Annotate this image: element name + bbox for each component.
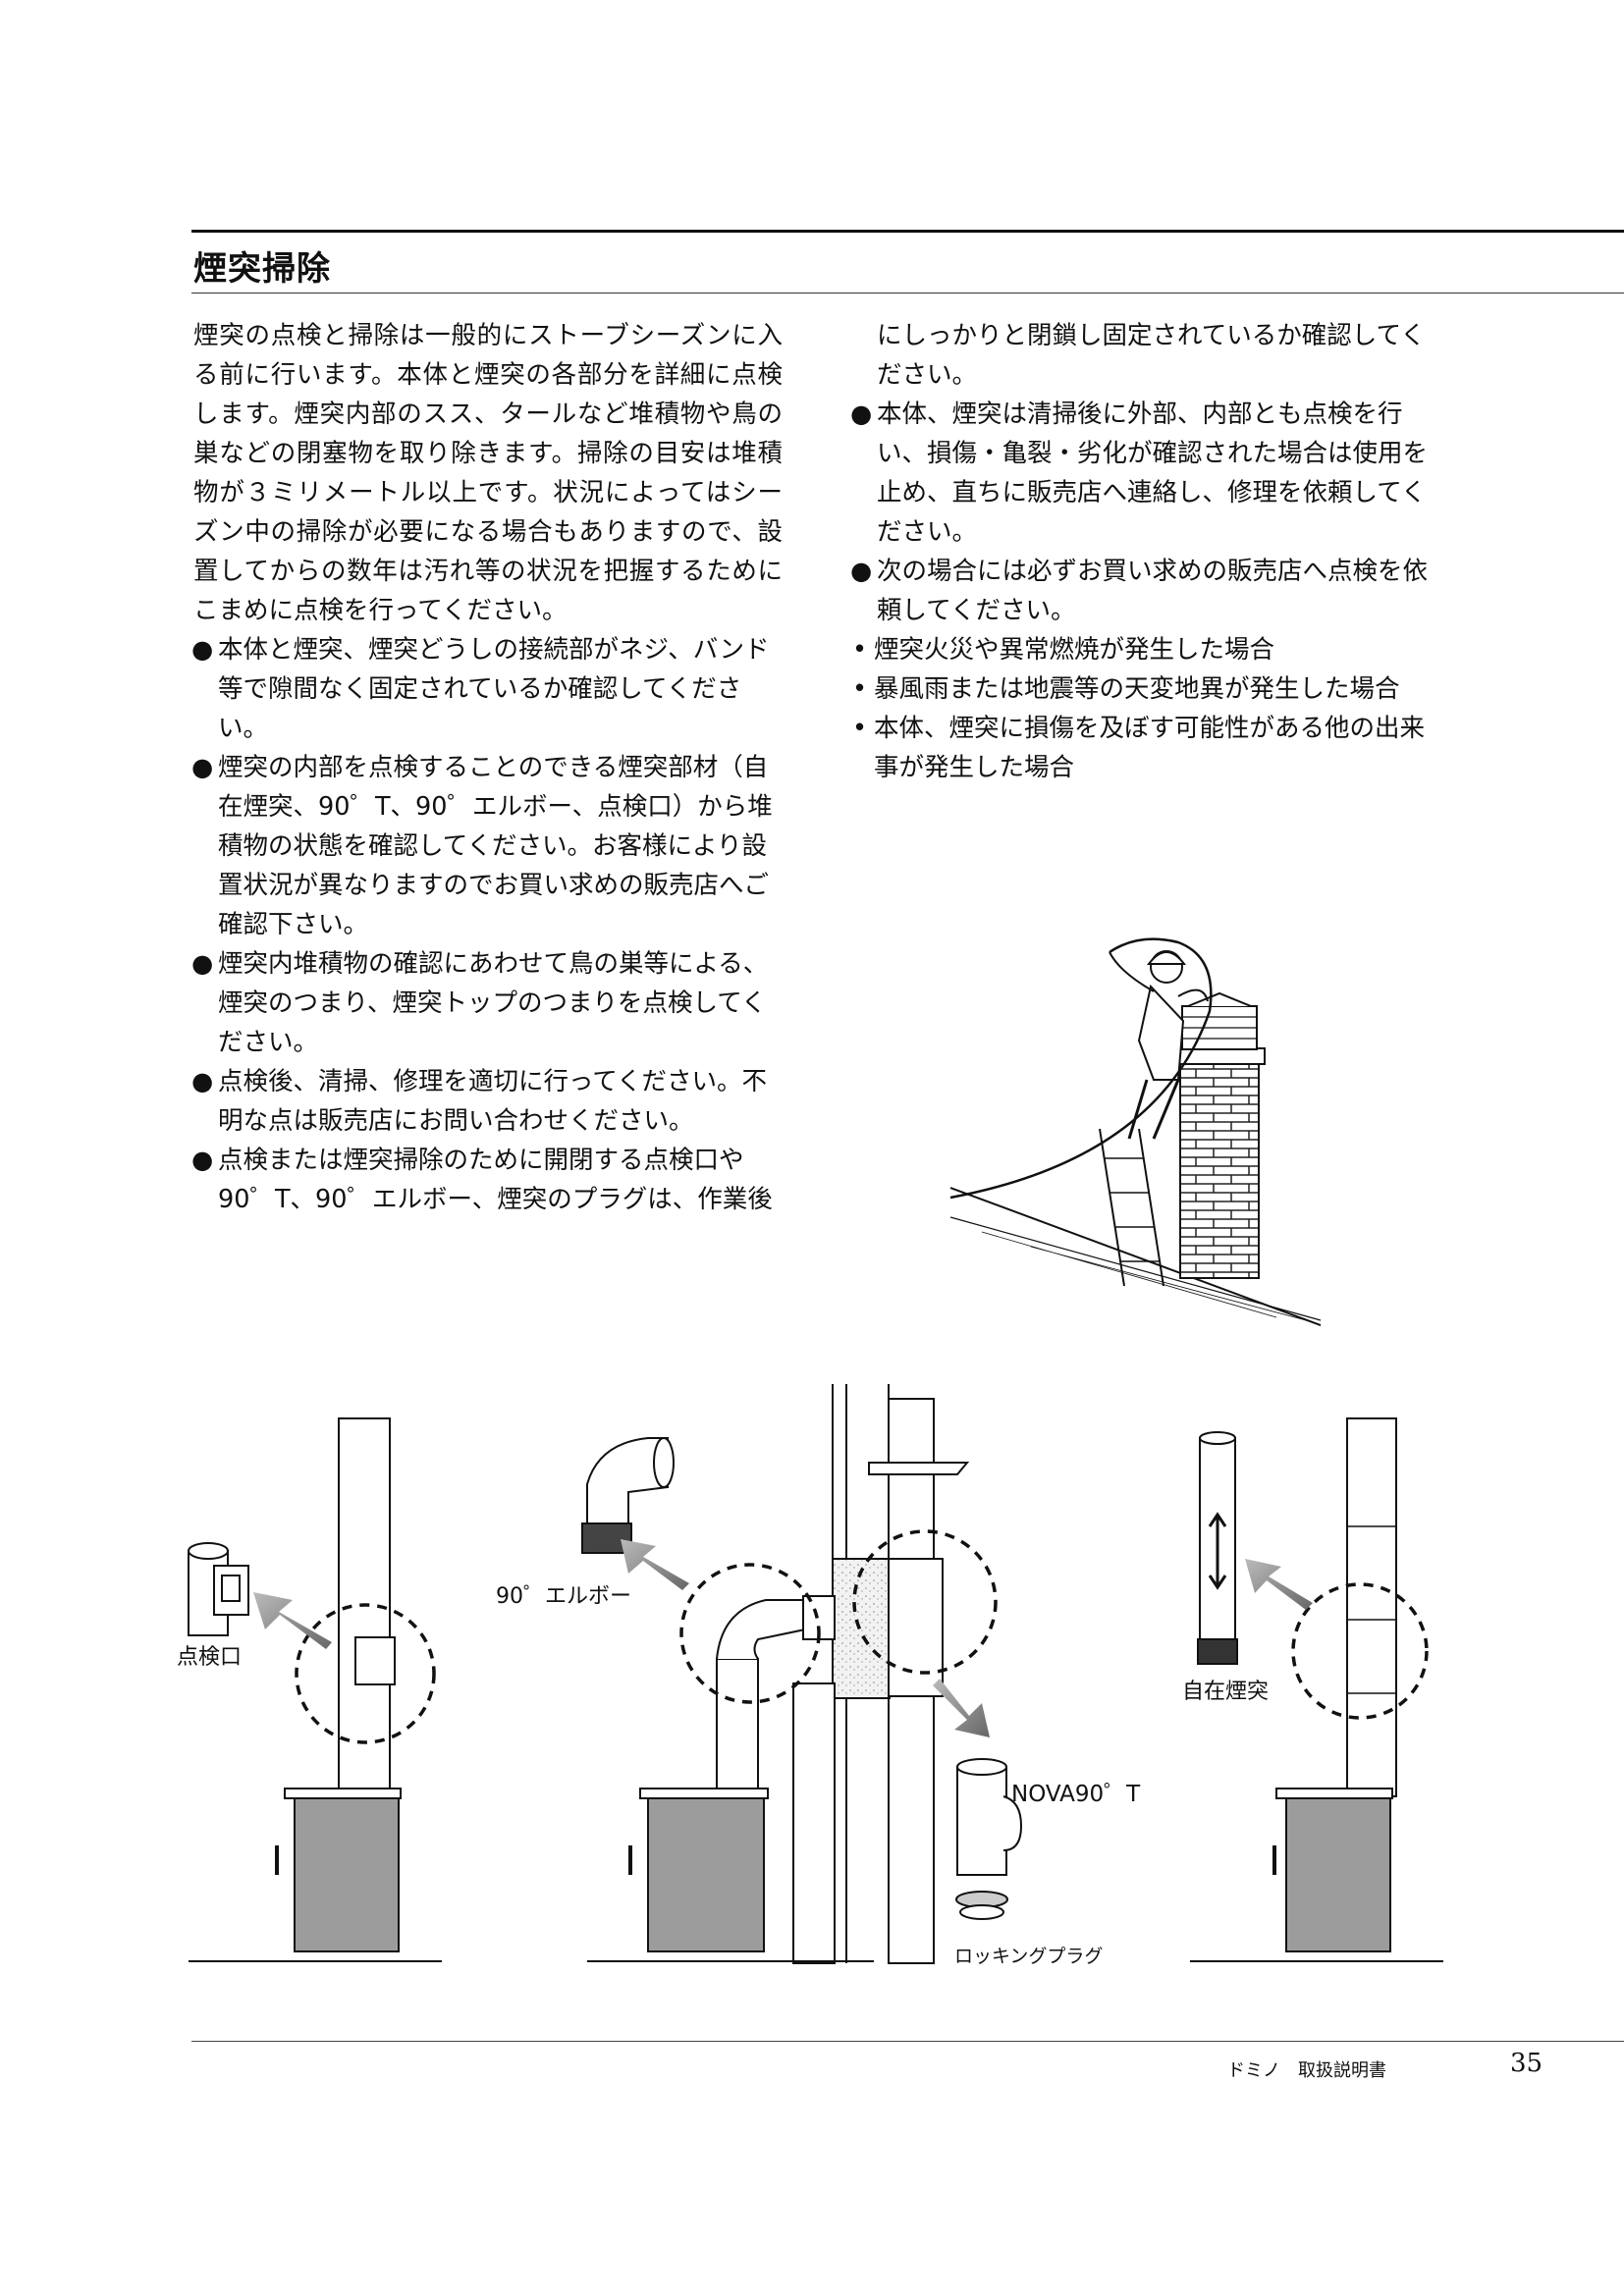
check-item: •煙突火災や異常燃焼が発生した場合 [852, 630, 1441, 669]
arrow-icon [621, 1539, 689, 1590]
bullet-item: ●煙突内堆積物の確認にあわせて鳥の巣等による、煙突のつまり、煙突トップのつまりを… [191, 944, 783, 1062]
footer-rule [191, 2041, 1624, 2042]
page-number: 35 [1510, 2049, 1543, 2078]
right-column: にしっかりと閉鎖し固定されているか確認してください。 ●本体、煙突は清掃後に外部… [850, 316, 1441, 787]
left-column: 煙突の点検と掃除は一般的にストーブシーズンに入る前に行います。本体と煙突の各部分… [191, 316, 783, 1219]
bullet-item: ●本体と煙突、煙突どうしの接続部がネジ、バンド等で隙間なく固定されているか確認し… [191, 630, 783, 748]
diagram-inspection-port [188, 1417, 442, 1962]
bullet-mark: ● [191, 753, 214, 782]
bullet-mark: ● [191, 1067, 214, 1096]
diagram-elbow-and-tee [581, 1384, 1023, 1964]
check-mark: • [852, 635, 868, 665]
check-mark: • [852, 674, 868, 704]
arrow-icon [933, 1679, 990, 1737]
arrow-icon [253, 1592, 332, 1649]
arrow-icon [1245, 1559, 1313, 1610]
bullet-mark: ● [850, 400, 873, 429]
bullet-mark: ● [191, 949, 214, 979]
bullet-mark: ● [850, 557, 873, 586]
label-adjustable-chimney: 自在煙突 [1182, 1680, 1270, 1704]
intro-paragraph: 煙突の点検と掃除は一般的にストーブシーズンに入る前に行います。本体と煙突の各部分… [193, 321, 783, 625]
bullet-mark: ● [191, 635, 214, 665]
bullet-item: ●点検または煙突掃除のために開閉する点検口や90゜T、90゜エルボー、煙突のプラ… [191, 1141, 783, 1219]
bullet-mark: ● [191, 1146, 214, 1175]
bullet-item: ●煙突の内部を点検することのできる煙突部材（自在煙突、90゜T、90゜エルボー、… [191, 748, 783, 944]
label-locking-plug: ロッキングプラグ [954, 1946, 1104, 1967]
section-title: 煙突掃除 [193, 249, 331, 289]
footer-manual-title: ドミノ 取扱説明書 [1227, 2060, 1386, 2081]
chimney-sweep-illustration [949, 937, 1322, 1326]
bullet-item: ●点検後、清掃、修理を適切に行ってください。不明な点は販売店にお問い合わせくださ… [191, 1062, 783, 1141]
check-mark: • [852, 714, 868, 743]
label-inspection-port: 点検口 [177, 1645, 243, 1670]
check-item: •本体、煙突に損傷を及ぼす可能性がある他の出来事が発生した場合 [852, 709, 1441, 787]
title-underline [191, 293, 1624, 294]
bullet-item: ●次の場合には必ずお買い求めの販売店へ点検を依頼してください。 [850, 552, 1441, 630]
label-nova-tee: NOVA90゜T [1011, 1782, 1141, 1807]
bullet-item: ●本体、煙突は清掃後に外部、内部とも点検を行い、損傷・亀裂・劣化が確認された場合… [850, 395, 1441, 552]
continued-text: にしっかりと閉鎖し固定されているか確認してください。 [877, 321, 1426, 390]
label-elbow: 90゜エルボー [496, 1584, 631, 1609]
check-item: •暴風雨または地震等の天変地異が発生した場合 [852, 669, 1441, 709]
diagram-adjustable-chimney [1190, 1417, 1443, 1962]
header-rule [191, 230, 1624, 233]
